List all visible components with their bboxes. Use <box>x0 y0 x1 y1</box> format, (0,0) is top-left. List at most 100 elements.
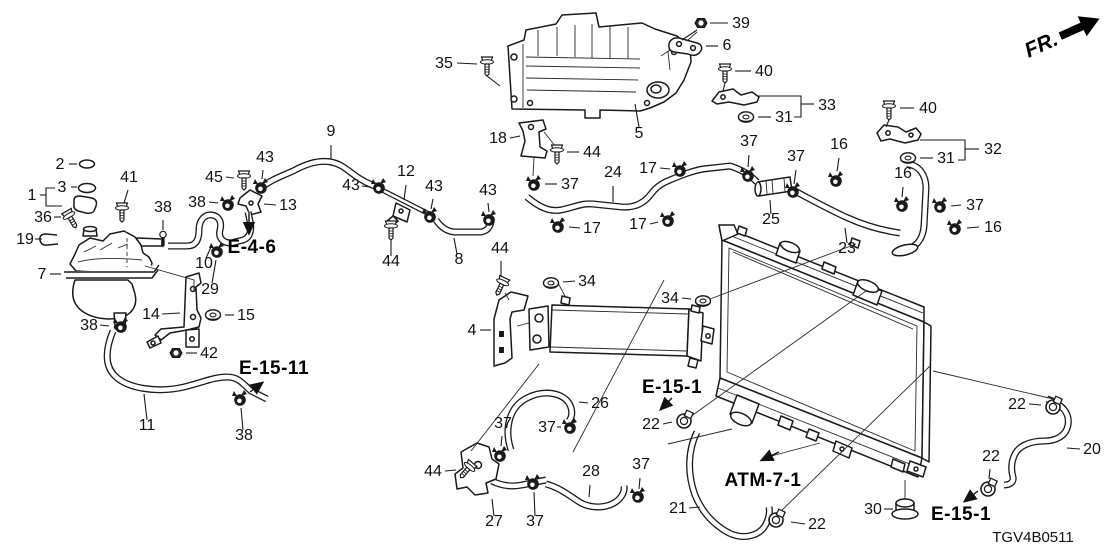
callout-34-group: 34 <box>542 273 596 290</box>
callout-42: 42 <box>200 345 218 362</box>
callout-30-group: 30 <box>864 501 893 518</box>
callout-12: 12 <box>397 163 415 180</box>
boltv-icon <box>114 202 130 223</box>
clamp-icon <box>947 219 962 235</box>
construction-line <box>572 279 665 453</box>
callout-29: 29 <box>201 281 219 298</box>
leader-construction-lines <box>470 243 1063 515</box>
callout-6: 6 <box>723 37 732 54</box>
leader-line <box>836 157 840 172</box>
callout-28: 28 <box>582 463 600 480</box>
callout-22-group: 22 <box>768 508 826 533</box>
nut-icon <box>694 18 708 28</box>
callout-45: 45 <box>205 169 223 186</box>
leader-line <box>681 297 692 300</box>
boltv-icon <box>549 144 565 165</box>
ref-e-15-1-group: E-15-1 <box>642 377 702 411</box>
clamp-icon <box>894 196 909 212</box>
callout-37-group: 37 <box>538 418 577 436</box>
leader-line <box>99 324 110 327</box>
leader-line <box>509 135 521 139</box>
callout-8: 8 <box>455 251 464 268</box>
callout-14: 14 <box>142 306 160 323</box>
leader-line <box>211 259 217 284</box>
callout-22-group: 22 <box>980 448 1000 497</box>
callout-38-group: 38 <box>80 317 128 334</box>
callout-15-group: 15 <box>204 307 255 324</box>
callout-22-group: 22 <box>642 409 694 433</box>
worm-icon <box>980 477 998 497</box>
callout-34-group: 34 <box>661 290 712 307</box>
hose-23 <box>791 186 901 237</box>
callout-44: 44 <box>382 253 400 270</box>
callout-6-group: 6 <box>706 37 732 54</box>
callout-28-group: 28 <box>582 463 600 498</box>
callout-22-group: 22 <box>1008 395 1063 415</box>
callout-16: 16 <box>830 136 848 153</box>
callout-37-group: 37 <box>740 133 758 182</box>
ref-label: E-15-11 <box>239 358 309 379</box>
callout-35-group: 35 <box>435 55 501 87</box>
leader-line <box>45 187 62 207</box>
grommet-icon <box>899 152 917 164</box>
fr-label: FR. <box>1021 28 1061 63</box>
callout-11-group: 11 <box>139 393 155 434</box>
clamp-icon <box>232 390 247 406</box>
callout-43: 43 <box>256 149 274 166</box>
callout-37: 37 <box>538 419 556 436</box>
callout-43-group: 43 <box>253 149 274 194</box>
callout-4-group: 4 <box>468 322 491 339</box>
hose-20 <box>1003 395 1072 489</box>
callout-38: 38 <box>80 317 98 334</box>
callout-17-group: 17 <box>639 160 687 177</box>
ref-label: E-15-1 <box>931 504 991 525</box>
hoses <box>103 157 1072 540</box>
callout-2-group: 2 <box>56 156 77 173</box>
callout-34: 34 <box>661 290 679 307</box>
callout-40: 40 <box>919 100 937 117</box>
mount-cushion-30 <box>891 498 919 520</box>
atf-cooler <box>528 282 715 369</box>
callout-26-group: 26 <box>578 395 609 412</box>
callout-12-group: 12 <box>397 163 415 201</box>
callout-37: 37 <box>526 513 544 530</box>
hose-27 <box>490 476 547 490</box>
leader-line <box>500 435 503 447</box>
callout-44: 44 <box>491 240 509 257</box>
callout-16-group: 16 <box>947 219 1002 236</box>
leader-line <box>456 62 478 65</box>
leader-line <box>634 103 640 128</box>
callout-22: 22 <box>808 516 826 533</box>
callout-37: 37 <box>561 176 579 193</box>
callout-24: 24 <box>604 164 622 181</box>
construction-line <box>689 290 867 418</box>
leader-line <box>588 484 591 498</box>
callout-20-group: 20 <box>1066 441 1101 458</box>
boltv-icon <box>383 220 399 241</box>
callout-41: 41 <box>120 169 138 186</box>
hose-21 <box>686 430 773 540</box>
leader-line <box>638 477 641 490</box>
callout-20: 20 <box>1083 441 1101 458</box>
callout-32-group: 32 <box>920 139 1002 161</box>
callout-29-group: 29 <box>201 242 224 298</box>
callout-19-group: 19 <box>16 231 42 248</box>
flange-27 <box>454 442 500 496</box>
callout-39-group: 39 <box>681 15 750 41</box>
leader-line <box>722 82 726 92</box>
callout-7-group: 7 <box>38 266 61 283</box>
fr-direction-indicator: FR. <box>1021 16 1100 63</box>
leader-line <box>681 29 698 41</box>
leader-line <box>123 189 129 204</box>
callout-21-group: 21 <box>669 500 701 517</box>
ref-e-15-11-group: E-15-11 <box>239 358 309 395</box>
leader-line <box>453 237 458 255</box>
ref-label: E-4-6 <box>228 237 277 258</box>
callout-3: 3 <box>58 179 67 196</box>
callout-37: 37 <box>494 415 512 432</box>
callout-44: 44 <box>424 463 442 480</box>
callout-27: 27 <box>485 513 503 530</box>
leader-line <box>261 169 264 180</box>
